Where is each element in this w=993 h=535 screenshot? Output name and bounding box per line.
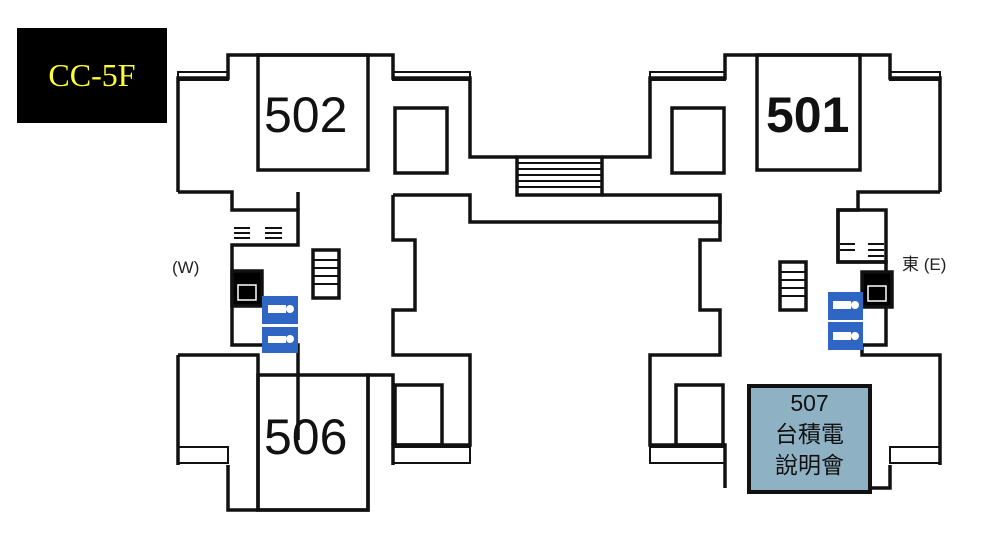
- floor-label: CC-5F: [17, 28, 167, 123]
- east-inner-stair: [778, 260, 808, 312]
- east-closet: [670, 106, 726, 175]
- room-507-number: 507: [790, 390, 829, 416]
- west-label: (W): [172, 258, 200, 277]
- room-501-outline: [755, 53, 862, 172]
- central-wall: [602, 53, 942, 192]
- east-label: 東 (E): [902, 255, 947, 274]
- elevator-icon: [230, 269, 264, 308]
- room-506-outline: [256, 373, 370, 512]
- east-stair: [836, 208, 888, 264]
- room-506-label: 506: [264, 409, 348, 465]
- room-507-line2: 說明會: [775, 452, 844, 478]
- room-502-label: 502: [264, 87, 348, 143]
- room-501-label: 501: [766, 87, 850, 143]
- west-wing-wall: [226, 465, 258, 512]
- west-lower-closet: [393, 383, 444, 447]
- west-inner-stair: [311, 248, 341, 300]
- west-closet: [393, 106, 449, 175]
- floor-label-text: CC-5F: [48, 57, 136, 93]
- west-corridor-wall: [391, 195, 472, 465]
- central-wall: [393, 193, 722, 224]
- restroom-icon: [262, 296, 298, 353]
- room-502-outline: [256, 53, 370, 172]
- room-507-line1: 台積電: [775, 421, 844, 447]
- room-507-highlight: 507 台積電 說明會: [747, 384, 872, 494]
- east-lower-closet: [674, 383, 725, 447]
- restroom-icon: [828, 292, 863, 350]
- balconies: [177, 71, 941, 464]
- elevator-icon: [860, 270, 894, 309]
- west-wing-wall: [176, 53, 517, 192]
